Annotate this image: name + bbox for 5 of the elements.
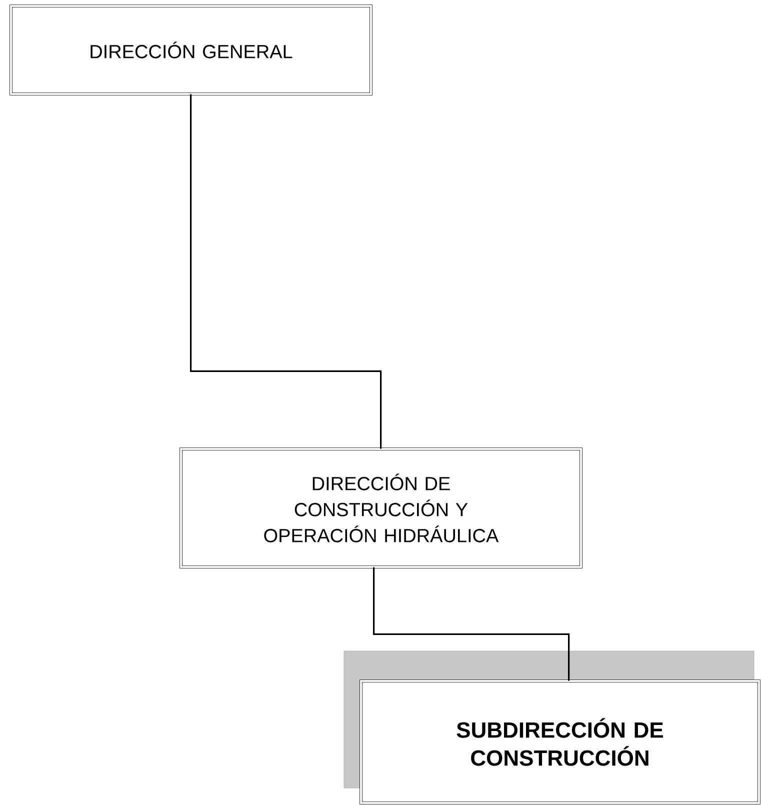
- connector-line: [190, 94, 382, 449]
- connector-line: [373, 567, 570, 681]
- org-box: SUBDIRECCIÓN DE CONSTRUCCIÓN: [344, 650, 760, 804]
- org-box: DIRECCIÓN GENERAL: [10, 4, 372, 96]
- org-box: DIRECCIÓN DE CONSTRUCCIÓN Y OPERACIÓN HIDRÁULICA: [180, 448, 582, 568]
